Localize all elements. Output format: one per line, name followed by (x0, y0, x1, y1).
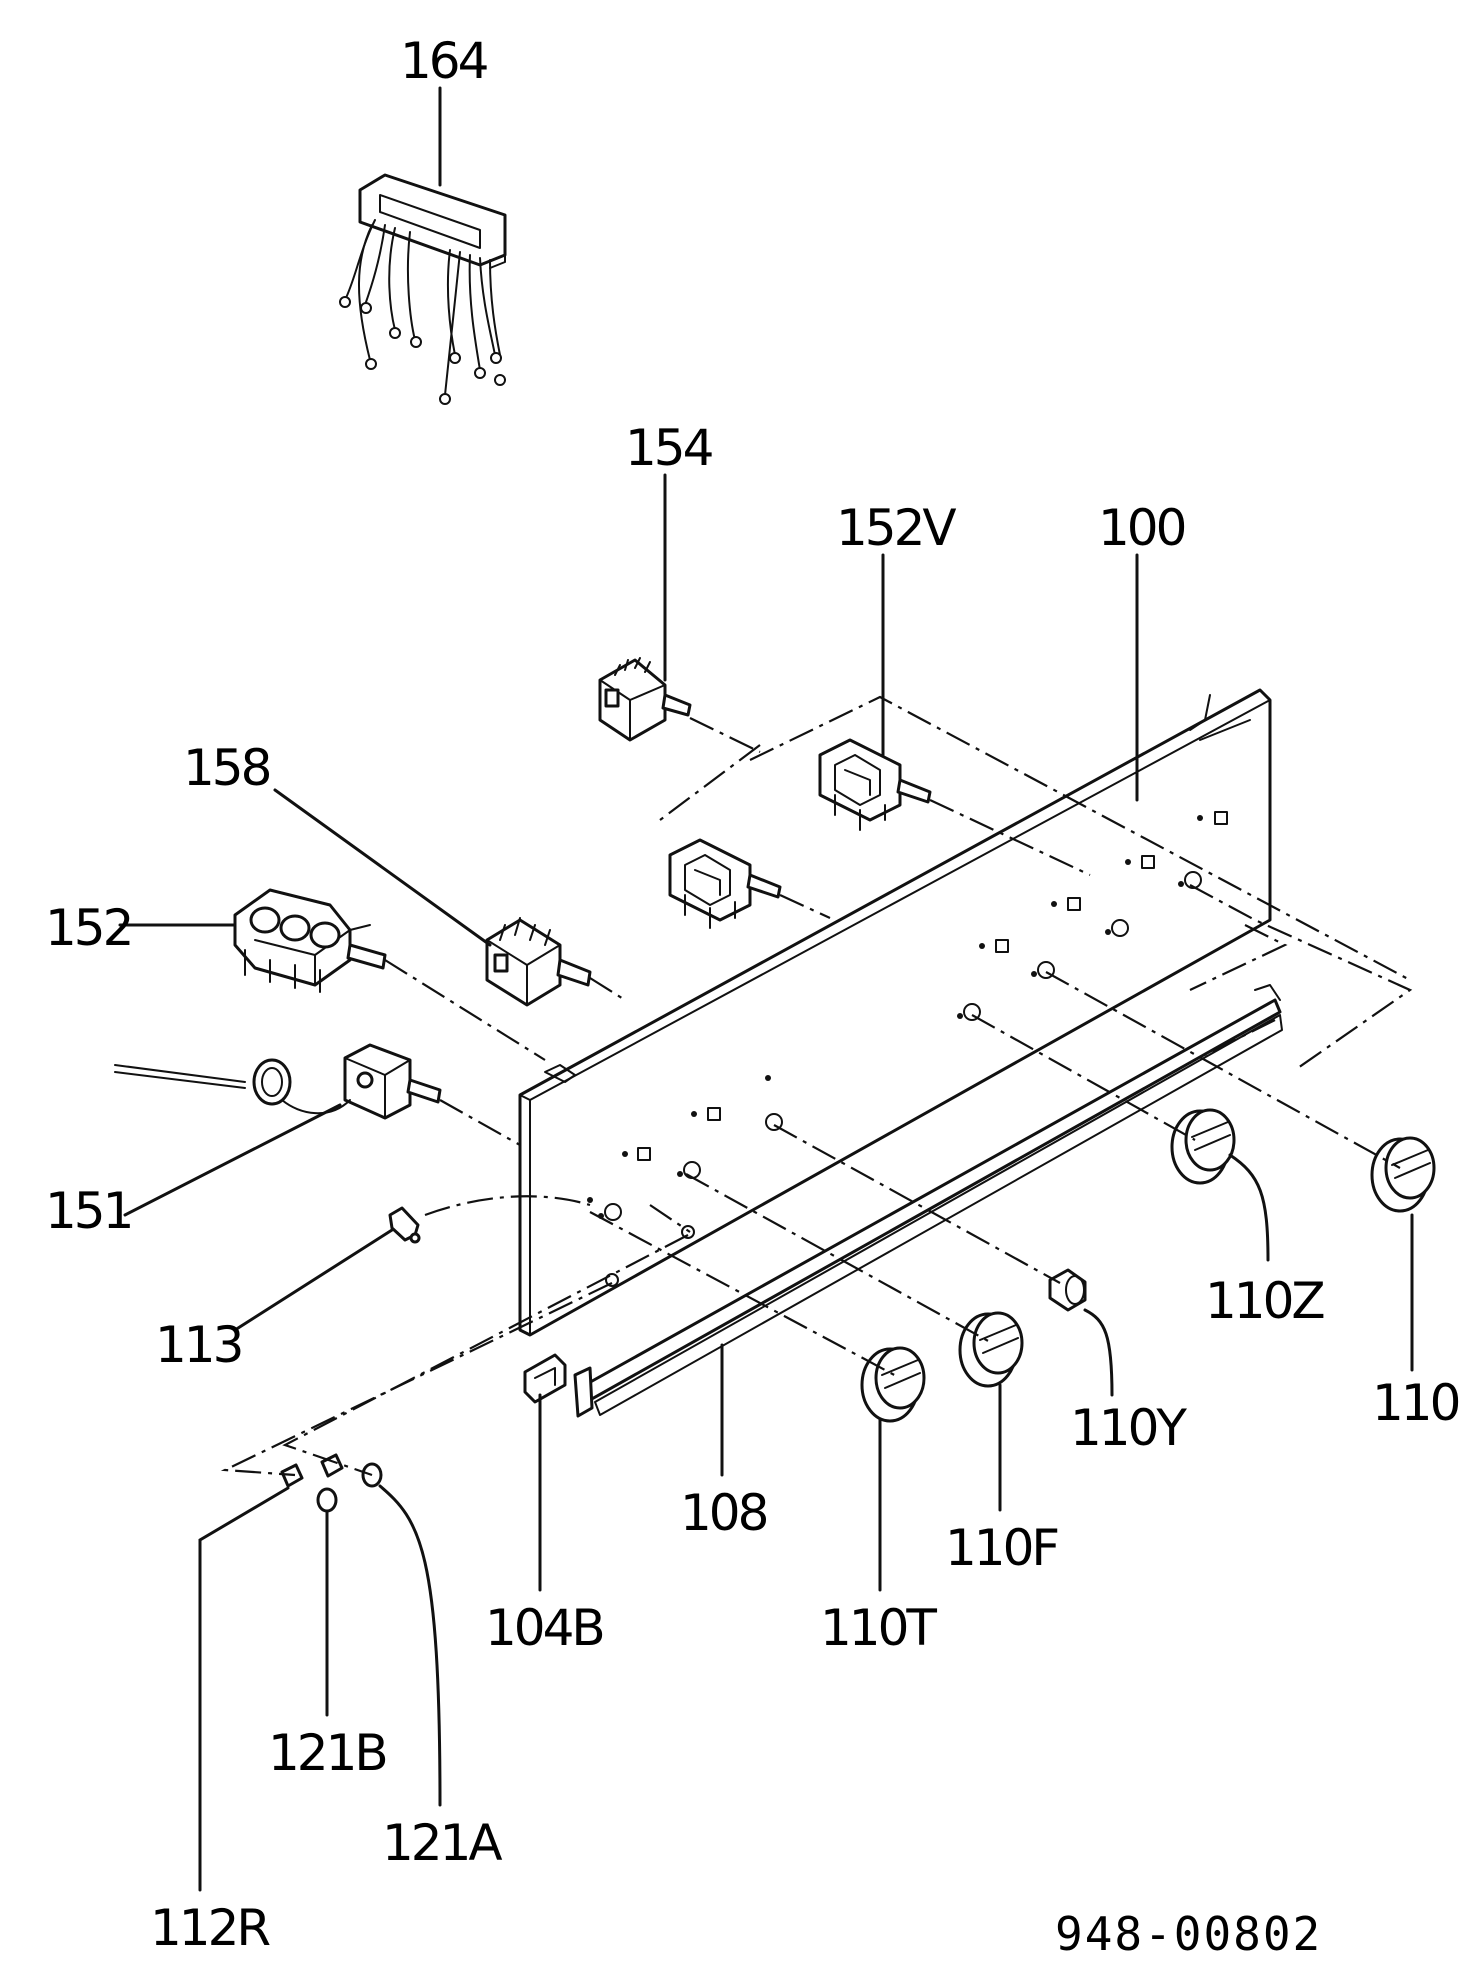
label-121A: 121A (382, 1814, 502, 1872)
label-151: 151 (45, 1182, 131, 1240)
knob-110Z (1170, 1108, 1236, 1185)
part-110Y-knob-cap (1048, 1268, 1087, 1312)
label-152V: 152V (836, 499, 956, 557)
part-152-selector-switch (233, 888, 387, 993)
part-100-control-panel (518, 688, 1272, 1337)
knob-110F (958, 1311, 1024, 1388)
document-number: 948-00802 (1055, 1907, 1322, 1961)
part-104B-switch (523, 1353, 567, 1404)
label-154: 154 (625, 419, 712, 477)
label-152: 152 (45, 899, 131, 957)
label-158: 158 (183, 739, 270, 797)
knob-110 (1370, 1136, 1436, 1213)
label-110F: 110F (945, 1519, 1057, 1577)
part-154-rotary-switch (598, 657, 692, 742)
part-164-wiring-harness (339, 173, 507, 405)
part-152V-switch (818, 738, 932, 831)
part-switch-secondary (668, 838, 782, 929)
label-113: 113 (155, 1316, 241, 1374)
part-121B-lens (316, 1487, 338, 1513)
part-151-thermostat (114, 1043, 442, 1120)
label-110Z: 110Z (1205, 1272, 1323, 1330)
part-158-switch-block (485, 917, 592, 1007)
label-110Y: 110Y (1070, 1399, 1187, 1457)
assembly-lines (220, 695, 1413, 1477)
panel-holes (587, 811, 1228, 1287)
part-113-clip (388, 1206, 421, 1244)
leader-lines (118, 86, 1414, 1892)
label-112R: 112R (150, 1899, 270, 1957)
label-110: 110 (1372, 1374, 1459, 1432)
label-100: 100 (1098, 499, 1185, 557)
label-164: 164 (400, 32, 487, 90)
label-108: 108 (680, 1484, 767, 1542)
label-110T: 110T (820, 1599, 937, 1657)
part-labels: 164 154 152V 100 158 152 151 113 110Z 11… (45, 32, 1462, 1957)
knob-110T (860, 1346, 926, 1423)
label-121B: 121B (268, 1724, 386, 1782)
label-104B: 104B (485, 1599, 603, 1657)
part-108-trim-strip (573, 984, 1283, 1418)
